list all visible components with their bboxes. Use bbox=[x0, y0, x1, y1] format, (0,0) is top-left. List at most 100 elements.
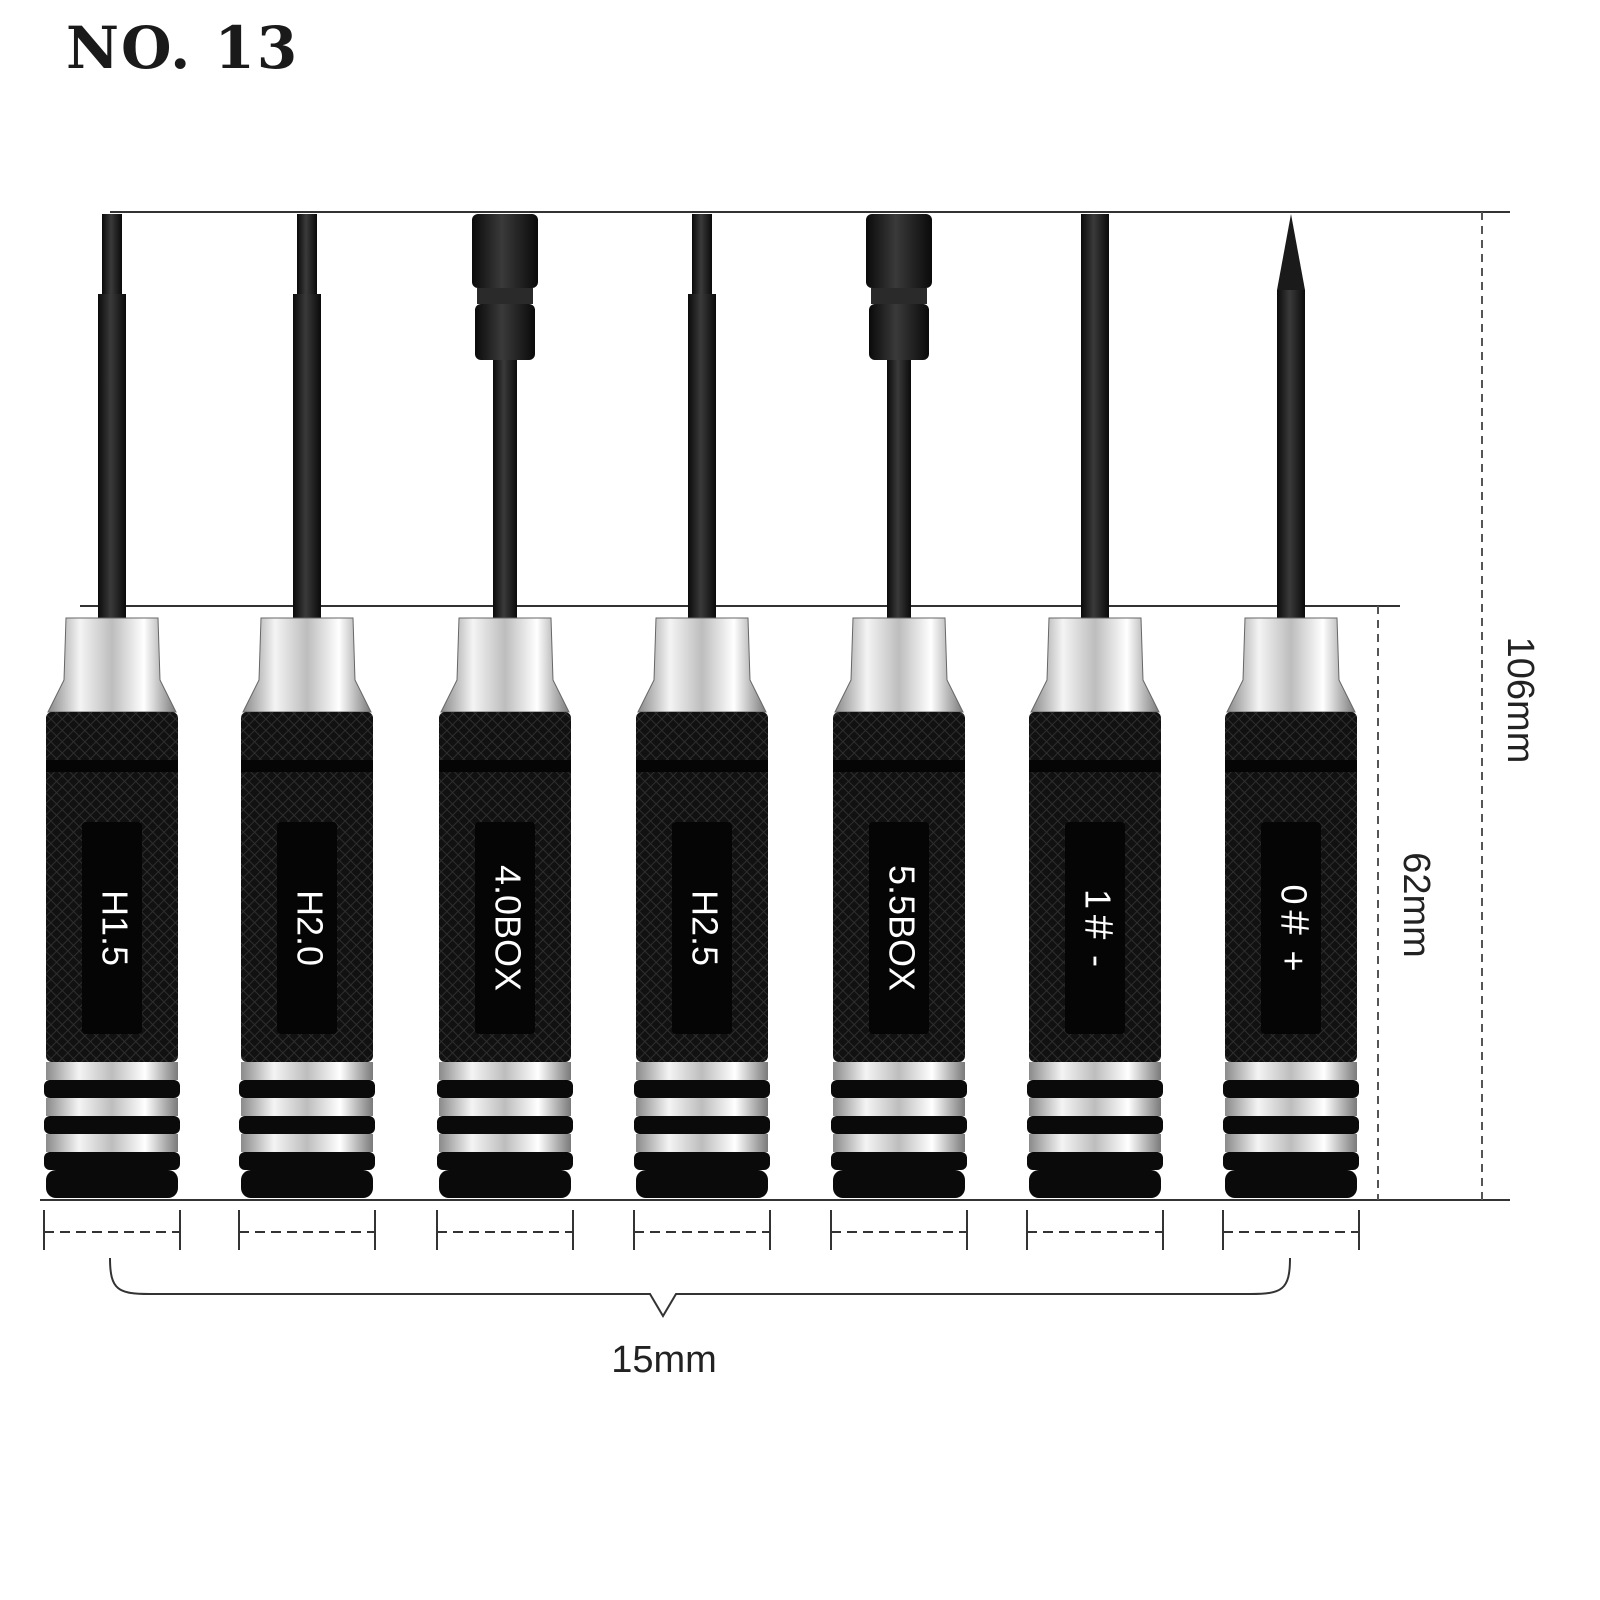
socket-body bbox=[869, 304, 929, 360]
handle-end-cap bbox=[46, 1170, 178, 1198]
handle-groove bbox=[241, 760, 373, 772]
chrome-ferrule bbox=[834, 617, 964, 713]
hex-tip bbox=[297, 214, 317, 294]
screwdriver-6: 1＃ - bbox=[1026, 214, 1164, 1250]
hex-tip bbox=[692, 214, 712, 294]
label-plate bbox=[672, 822, 732, 1034]
screwdriver-3: 4.0BOX bbox=[436, 214, 574, 1250]
chrome-ring bbox=[636, 1098, 768, 1116]
black-ring bbox=[239, 1152, 375, 1170]
handle-end-cap bbox=[636, 1170, 768, 1198]
screwdriver-7: 0＃ + bbox=[1222, 214, 1360, 1250]
chrome-ring bbox=[636, 1134, 768, 1152]
black-ring bbox=[1027, 1152, 1163, 1170]
chrome-ring bbox=[439, 1062, 571, 1080]
handle-groove bbox=[833, 760, 965, 772]
handle-groove bbox=[636, 760, 768, 772]
black-ring bbox=[44, 1080, 180, 1098]
black-ring bbox=[831, 1152, 967, 1170]
socket-body bbox=[475, 304, 535, 360]
shaft bbox=[98, 294, 126, 620]
chrome-ring bbox=[46, 1098, 178, 1116]
chrome-ring bbox=[1225, 1134, 1357, 1152]
chrome-ring bbox=[833, 1062, 965, 1080]
screwdriver-4: H2.5 bbox=[633, 214, 771, 1250]
handle-groove bbox=[1225, 760, 1357, 772]
shaft bbox=[293, 294, 321, 620]
handle-end-cap bbox=[833, 1170, 965, 1198]
black-ring bbox=[1027, 1116, 1163, 1134]
screwdriver-2: H2.0 bbox=[238, 214, 376, 1250]
socket-collar bbox=[871, 288, 927, 304]
black-ring bbox=[634, 1080, 770, 1098]
black-ring bbox=[437, 1080, 573, 1098]
black-ring bbox=[634, 1116, 770, 1134]
black-ring bbox=[1027, 1080, 1163, 1098]
chrome-ring bbox=[1029, 1062, 1161, 1080]
tool-size-label: 1＃ - bbox=[1077, 889, 1118, 967]
total-length-label: 106mm bbox=[1499, 637, 1541, 764]
black-ring bbox=[437, 1152, 573, 1170]
handle-diameter-label: 15mm bbox=[611, 1339, 717, 1381]
shaft bbox=[493, 360, 517, 620]
handle-end-cap bbox=[439, 1170, 571, 1198]
black-ring bbox=[634, 1152, 770, 1170]
chrome-ring bbox=[1225, 1062, 1357, 1080]
handle-end-cap bbox=[1029, 1170, 1161, 1198]
tool-size-label: 4.0BOX bbox=[487, 865, 528, 991]
product-number-title: NO. 13 bbox=[66, 14, 300, 82]
black-ring bbox=[1223, 1080, 1359, 1098]
chrome-ferrule bbox=[1226, 617, 1356, 713]
chrome-ferrule bbox=[47, 617, 177, 713]
chrome-ring bbox=[241, 1134, 373, 1152]
hex-tip bbox=[102, 214, 122, 294]
black-ring bbox=[239, 1116, 375, 1134]
chrome-ferrule bbox=[440, 617, 570, 713]
phillips-tip bbox=[1277, 214, 1305, 290]
handle-length-label: 62mm bbox=[1395, 852, 1437, 958]
chrome-ring bbox=[46, 1134, 178, 1152]
label-plate bbox=[869, 822, 929, 1034]
chrome-ring bbox=[241, 1098, 373, 1116]
chrome-ferrule bbox=[1030, 617, 1160, 713]
handle-groove bbox=[1029, 760, 1161, 772]
chrome-ring bbox=[439, 1134, 571, 1152]
screwdriver-1: H1.5 bbox=[43, 214, 181, 1250]
handle-groove bbox=[439, 760, 571, 772]
tool-row: H1.5 H2.0 4.0BOX H2.5 5.5BOX 1＃ - 0＃ + bbox=[43, 214, 1360, 1250]
black-ring bbox=[831, 1116, 967, 1134]
label-plate bbox=[82, 822, 142, 1034]
label-plate bbox=[1065, 822, 1125, 1034]
handle-groove bbox=[46, 760, 178, 772]
chrome-ring bbox=[636, 1062, 768, 1080]
black-ring bbox=[831, 1080, 967, 1098]
chrome-ring bbox=[1029, 1134, 1161, 1152]
label-plate bbox=[1261, 822, 1321, 1034]
chrome-ring bbox=[1225, 1098, 1357, 1116]
black-ring bbox=[44, 1116, 180, 1134]
shaft bbox=[887, 360, 911, 620]
socket-tip bbox=[866, 214, 932, 288]
handle-end-cap bbox=[241, 1170, 373, 1198]
socket-collar bbox=[477, 288, 533, 304]
black-ring bbox=[437, 1116, 573, 1134]
handle-end-cap bbox=[1225, 1170, 1357, 1198]
black-ring bbox=[44, 1152, 180, 1170]
flat-tip-shaft bbox=[1081, 214, 1109, 620]
shaft bbox=[1277, 290, 1305, 620]
tool-size-label: H2.5 bbox=[684, 890, 725, 966]
black-ring bbox=[1223, 1116, 1359, 1134]
chrome-ferrule bbox=[637, 617, 767, 713]
socket-tip bbox=[472, 214, 538, 288]
black-ring bbox=[1223, 1152, 1359, 1170]
screwdriver-5: 5.5BOX bbox=[830, 214, 968, 1250]
tool-size-label: H2.0 bbox=[289, 890, 330, 966]
shaft bbox=[688, 294, 716, 620]
chrome-ring bbox=[439, 1098, 571, 1116]
chrome-ring bbox=[833, 1134, 965, 1152]
chrome-ring bbox=[1029, 1098, 1161, 1116]
tool-size-label: H1.5 bbox=[94, 890, 135, 966]
chrome-ring bbox=[46, 1062, 178, 1080]
chrome-ring bbox=[833, 1098, 965, 1116]
